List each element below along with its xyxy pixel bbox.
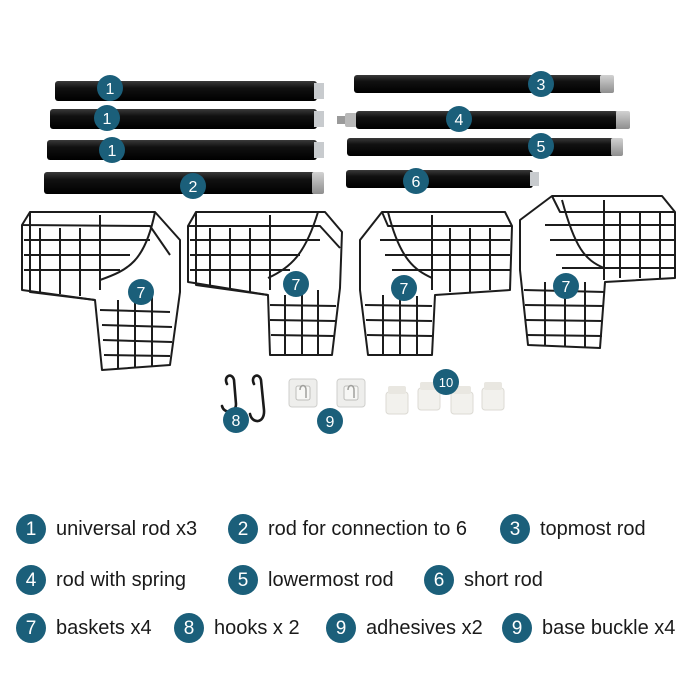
legend-badge: 8 — [174, 613, 204, 643]
adhesives: 9 — [288, 378, 366, 434]
legend-label: rod for connection to 6 — [268, 517, 468, 540]
badge-base-buckles-text: 10 — [439, 375, 453, 390]
badge-basket-4: 7 — [553, 273, 579, 299]
badge-rod-3: 3 — [528, 71, 554, 97]
rod-6: 6 — [346, 168, 539, 194]
badge-rod-4: 4 — [446, 106, 472, 132]
legend-label: lowermost rod — [268, 568, 394, 591]
badge-rod-6: 6 — [403, 168, 429, 194]
rod-1c: 1 — [47, 137, 324, 163]
legend-label: baskets x4 — [56, 616, 152, 639]
badge-base-buckles: 10 — [433, 369, 459, 395]
legend-item: 9 base buckle x4 — [502, 611, 675, 645]
badge-rod-2-text: 2 — [189, 179, 198, 196]
badge-basket-3: 7 — [391, 275, 417, 301]
legend-item: 7 baskets x4 — [16, 611, 152, 645]
legend-label: universal rod x3 — [56, 517, 198, 540]
legend-badge: 3 — [500, 514, 530, 544]
rod-5: 5 — [347, 133, 623, 159]
hooks: 8 — [220, 374, 266, 433]
badge-rod-1a: 1 — [97, 75, 123, 101]
legend-label: adhesives x2 — [366, 616, 483, 639]
badge-adhesives: 9 — [317, 408, 343, 434]
badge-hooks-text: 8 — [232, 413, 241, 430]
legend-badge: 9 — [326, 613, 356, 643]
legend-badge: 7 — [16, 613, 46, 643]
badge-rod-1c: 1 — [99, 137, 125, 163]
basket-1: 7 — [21, 211, 181, 371]
rod-1a: 1 — [55, 75, 324, 101]
badge-rod-5-text: 5 — [537, 139, 546, 156]
legend-badge: 4 — [16, 565, 46, 595]
badge-basket-2-text: 7 — [292, 277, 301, 294]
badge-basket-3-text: 7 — [400, 281, 409, 298]
basket-3: 7 — [359, 211, 513, 356]
badge-rod-6-text: 6 — [412, 174, 421, 191]
legend-item: 4 rod with spring — [16, 563, 186, 597]
legend-badge: 9 — [502, 613, 532, 643]
legend-item: 9 adhesives x2 — [326, 611, 483, 645]
legend-item: 1 universal rod x3 — [16, 512, 197, 546]
legend-badge: 5 — [228, 565, 258, 595]
legend-item: 2 rod for connection to 6 — [228, 512, 467, 546]
badge-rod-2: 2 — [180, 173, 206, 199]
base-buckles: 10 — [385, 369, 505, 415]
badge-basket-2: 7 — [283, 271, 309, 297]
badge-rod-4-text: 4 — [455, 112, 464, 129]
legend-label: rod with spring — [56, 568, 187, 591]
badge-basket-4-text: 7 — [562, 279, 571, 296]
parts-legend: 1 universal rod x3 2 rod for connection … — [0, 500, 700, 700]
legend-item: 5 lowermost rod — [228, 563, 394, 597]
legend-badge: 2 — [228, 514, 258, 544]
legend-badge: 1 — [16, 514, 46, 544]
legend-label: short rod — [464, 568, 543, 591]
rod-3: 3 — [354, 71, 614, 97]
legend-label: topmost rod — [540, 517, 646, 540]
badge-rod-1c-text: 1 — [108, 143, 117, 160]
badge-basket-1-text: 7 — [137, 285, 146, 302]
badge-adhesives-text: 9 — [326, 414, 335, 431]
legend-label: base buckle x4 — [542, 616, 676, 639]
rod-2: 2 — [44, 172, 324, 199]
badge-rod-5: 5 — [528, 133, 554, 159]
legend-item: 8 hooks x 2 — [174, 611, 300, 645]
badge-basket-1: 7 — [128, 279, 154, 305]
legend-label: hooks x 2 — [214, 616, 300, 639]
badge-rod-1a-text: 1 — [106, 81, 115, 98]
badge-rod-1b-text: 1 — [103, 111, 112, 128]
legend-badge: 6 — [424, 565, 454, 595]
legend-item: 6 short rod — [424, 563, 543, 597]
badge-rod-3-text: 3 — [537, 77, 546, 94]
legend-item: 3 topmost rod — [500, 512, 646, 546]
rod-1b: 1 — [50, 105, 324, 131]
basket-4: 7 — [519, 195, 676, 349]
badge-rod-1b: 1 — [94, 105, 120, 131]
rod-4: 4 — [337, 106, 630, 132]
badge-hooks: 8 — [223, 407, 249, 433]
basket-2: 7 — [187, 211, 343, 356]
